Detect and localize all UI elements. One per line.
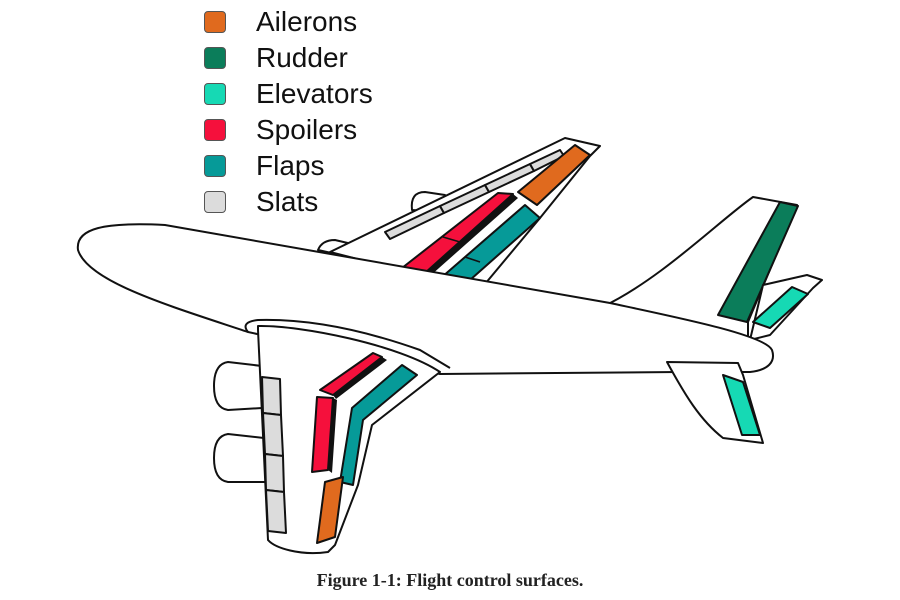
upper-elevator: [752, 286, 809, 329]
legend-item-rudder: Rudder: [204, 40, 373, 76]
rudder-swatch: [204, 47, 226, 69]
upper-spoiler-shadow: [425, 194, 518, 276]
lower-engine-outer: [213, 433, 267, 483]
upper-aileron: [517, 144, 591, 206]
legend-label: Spoilers: [256, 114, 358, 145]
flaps-swatch: [204, 155, 226, 177]
upper-slats: [384, 149, 565, 240]
legend-label: Ailerons: [256, 6, 358, 37]
slats-swatch: [204, 191, 226, 213]
legend-item-elevators: Elevators: [204, 76, 373, 112]
legend-label: Elevators: [256, 78, 373, 109]
legend-label: Flaps: [256, 150, 325, 181]
rudder: [717, 201, 799, 323]
lower-aileron: [316, 476, 344, 544]
fuselage: [76, 223, 774, 375]
legend-label: Rudder: [256, 42, 348, 73]
legend-item-spoilers: Spoilers: [204, 112, 373, 148]
slat: [265, 489, 287, 534]
spoiler-divider: [442, 236, 461, 243]
wing-root-fairing: [244, 318, 451, 369]
lower-engine-inner: [213, 361, 263, 411]
lower-slats: [261, 376, 287, 534]
ailerons-swatch: [204, 11, 226, 33]
legend-item-slats: Slats: [204, 184, 373, 220]
legend: Ailerons Rudder Elevators Spoilers Flaps…: [204, 4, 373, 220]
lower-spoiler-outer: [319, 352, 383, 396]
legend-item-flaps: Flaps: [204, 148, 373, 184]
slat: [264, 453, 285, 493]
elevators-swatch: [204, 83, 226, 105]
lower-spoiler-inner: [311, 396, 334, 473]
flap-divider: [464, 256, 481, 263]
slat: [261, 376, 282, 416]
lower-elevator: [722, 374, 761, 436]
lower-spoiler-shadow: [328, 357, 387, 473]
spoilers-swatch: [204, 119, 226, 141]
legend-item-ailerons: Ailerons: [204, 4, 373, 40]
slat: [262, 412, 284, 457]
figure-caption: Figure 1-1: Flight control surfaces.: [316, 570, 584, 590]
legend-label: Slats: [256, 186, 319, 217]
